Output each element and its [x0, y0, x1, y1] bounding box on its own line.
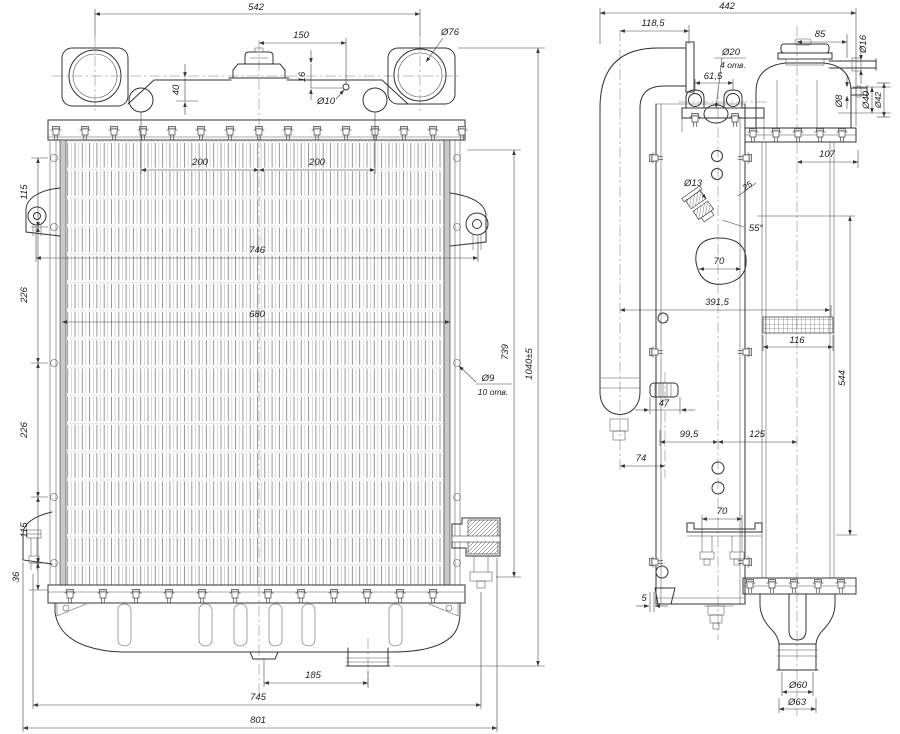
dim-neck-inner-diameter: Ø40	[861, 90, 872, 110]
dim-front-foot-36: 36	[11, 571, 22, 582]
dim-front-hole-226-upper: 226	[19, 286, 30, 304]
member-bottom-bolt	[704, 605, 734, 630]
front-view: 542 150 Ø76 40 16 Ø10 200 200 746 680 Ø9…	[11, 2, 545, 732]
dim-pad-width: 116	[789, 335, 805, 346]
dim-pipe-to-member: 74	[636, 453, 647, 464]
dim-front-outlet-offset: 185	[305, 670, 322, 681]
rubber-pad-side	[762, 316, 834, 334]
dim-bracket-hole-count: 4 отв.	[720, 60, 746, 70]
foot-bracket	[654, 565, 676, 605]
front-brackets	[22, 187, 501, 589]
side-member	[649, 103, 752, 630]
dim-neck-offset: 107	[819, 149, 836, 160]
dim-front-core-width: 680	[249, 309, 266, 320]
dim-front-overall-height: 1040±5	[524, 347, 535, 379]
dim-bracket-bolt-span: 70	[717, 506, 728, 517]
dim-front-hole-115-top: 115	[19, 184, 30, 200]
dim-bracket-hole-span: 61,5	[704, 71, 723, 82]
dim-front-neck-span: 542	[248, 2, 265, 13]
front-left-dim-column: 115 226 226 115 36	[11, 157, 48, 591]
rubber-mount-front	[451, 517, 501, 589]
dim-pad-position: 544	[837, 370, 848, 386]
filler-cap-front	[228, 47, 290, 79]
drain-boss	[249, 651, 279, 660]
outlet-pipe-front	[345, 647, 391, 667]
outlet-pipe-side	[759, 593, 836, 671]
inlet-elbow-pipe	[599, 41, 695, 441]
side-view: 442 118,5 Ø20 4 отв. 61,5 85 Ø16 Ø8 Ø40 …	[599, 1, 891, 716]
member-oval-hole	[695, 237, 747, 285]
dim-front-flange-height: 739	[500, 343, 511, 360]
dim-overflow-tube-diameter: Ø16	[858, 34, 869, 54]
filler-cap-side	[777, 38, 833, 66]
dim-outlet-outer-diameter: Ø63	[787, 697, 807, 708]
dim-front-pitch-right: 200	[308, 157, 326, 168]
dim-front-bracket-span: 746	[249, 245, 266, 256]
hole-d10	[342, 83, 350, 91]
dim-neck-outer-diameter: Ø42	[873, 92, 883, 109]
side-lower-bracket	[686, 522, 763, 566]
side-tank	[742, 38, 877, 671]
dim-column-left: 99,5	[680, 429, 699, 440]
dim-column-right: 125	[749, 429, 766, 440]
ribbed-stub	[649, 382, 679, 398]
dim-front-hole-offset: 16	[297, 71, 308, 82]
dim-side-overall-depth: 442	[719, 1, 736, 12]
front-top-tank	[47, 47, 468, 141]
front-bottom-tank	[47, 584, 466, 667]
dim-side-hole-diameter: Ø9	[481, 373, 495, 384]
dim-cock-diameter: Ø13	[683, 178, 703, 189]
drain-cock	[681, 185, 715, 223]
dim-front-cap-to-hole: 150	[293, 30, 310, 41]
dim-front-mount-span: 745	[250, 692, 267, 703]
front-core	[49, 139, 461, 586]
small-stub	[850, 85, 868, 98]
dim-front-hole-115-bottom: 115	[19, 522, 30, 538]
dim-front-pitch-left: 200	[191, 157, 209, 168]
dim-cock-angle: 55°	[749, 223, 764, 234]
dim-front-hump-height: 40	[171, 84, 182, 95]
dim-side-pipe-offset: 118,5	[641, 18, 665, 29]
dim-front-overall-width: 801	[250, 715, 266, 726]
dim-front-hole-diameter: Ø10	[316, 96, 336, 107]
side-plate-holes	[50, 154, 461, 567]
overflow-tube	[828, 57, 877, 72]
dim-oval-hole-width: 70	[714, 256, 725, 267]
dim-front-hole-226-lower: 226	[19, 421, 30, 439]
dim-outlet-inner-diameter: Ø60	[788, 680, 808, 691]
dim-side-hole-count: 10 отв.	[478, 387, 508, 397]
dim-bracket-hole-diameter: Ø20	[721, 47, 741, 58]
dim-member-span: 391,5	[705, 297, 729, 308]
dim-cock-length: 25	[740, 179, 755, 193]
dim-cap-span: 85	[815, 29, 826, 40]
dim-front-neck-diameter: Ø76	[440, 27, 460, 38]
front-dimensions: 542 150 Ø76 40 16 Ø10 200 200 746 680 Ø9…	[11, 2, 545, 732]
dim-foot-gap: 5	[641, 593, 647, 604]
dim-stub-length: 47	[659, 398, 670, 409]
dim-stub-diameter: Ø8	[834, 94, 845, 108]
side-centerlines	[619, 26, 798, 716]
